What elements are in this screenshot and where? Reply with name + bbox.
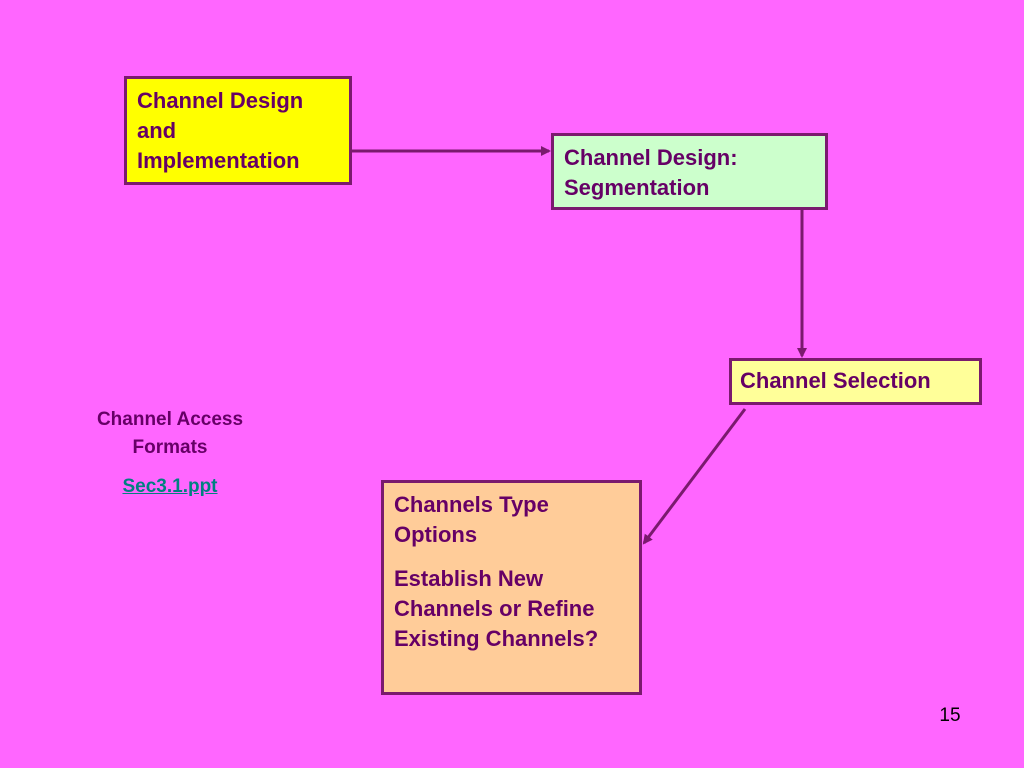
side-note-channel-access-formats: Channel Access Formats	[96, 409, 244, 458]
box-selection-label: Channel Selection	[740, 368, 931, 393]
sec3-1-ppt-link[interactable]: Sec3.1.ppt	[122, 476, 218, 497]
page-number: 15	[939, 705, 961, 726]
box-types-question-label: Establish New Channels or Refine Existin…	[394, 566, 599, 651]
box-channel-design-implementation: Channel Design and Implementation	[124, 76, 352, 185]
arrow-sel-to-types	[642, 408, 747, 545]
box-types-options-label: Channels Type Options	[394, 492, 549, 547]
box-channel-selection: Channel Selection	[729, 358, 982, 405]
box-channel-design-segmentation: Channel Design: Segmentation	[551, 133, 828, 210]
box-segmentation-label: Channel Design: Segmentation	[564, 145, 738, 200]
box-channel-type-options: Channels Type Options Establish New Chan…	[381, 480, 642, 695]
box-implementation-label: Channel Design and Implementation	[137, 88, 304, 173]
